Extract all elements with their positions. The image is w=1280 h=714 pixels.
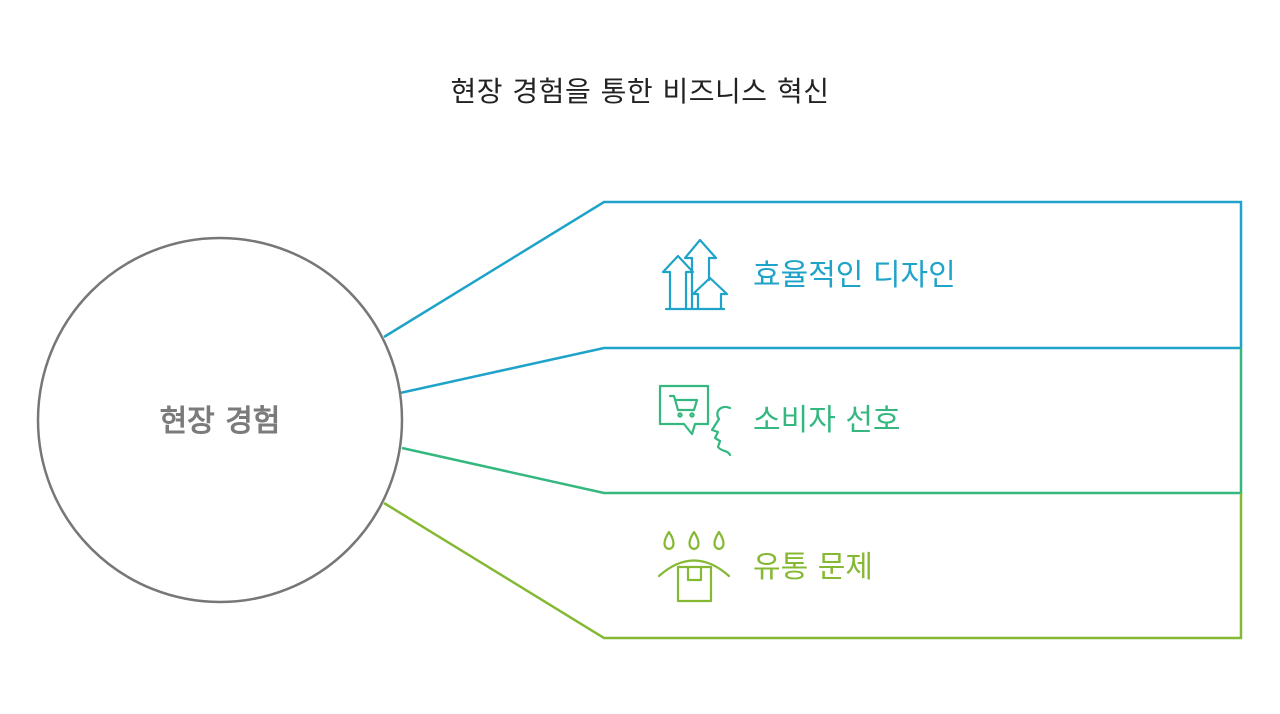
branch-label: 효율적인 디자인: [753, 258, 956, 293]
central-node: 현장 경험: [36, 236, 404, 604]
branch-consumer-preference: 소비자 선호: [401, 348, 1243, 495]
branch-connector: [383, 493, 1243, 640]
branch-connector: [401, 348, 1243, 495]
branch-efficient-design: 효율적인 디자인: [383, 200, 1243, 395]
diagram-title: 현장 경험을 통한 비즈니스 혁신: [450, 75, 830, 108]
central-node-label: 현장 경험: [160, 404, 281, 439]
branch-label: 소비자 선호: [753, 403, 901, 438]
up-arrows-icon: [661, 238, 729, 311]
box-drops-icon: [657, 530, 731, 603]
central-circle: [36, 236, 404, 604]
branch-label: 유통 문제: [753, 550, 873, 585]
branch-connector: [383, 200, 1243, 395]
branch-distribution-issue: 유통 문제: [383, 493, 1243, 640]
shopping-chat-face-icon: [658, 384, 732, 457]
